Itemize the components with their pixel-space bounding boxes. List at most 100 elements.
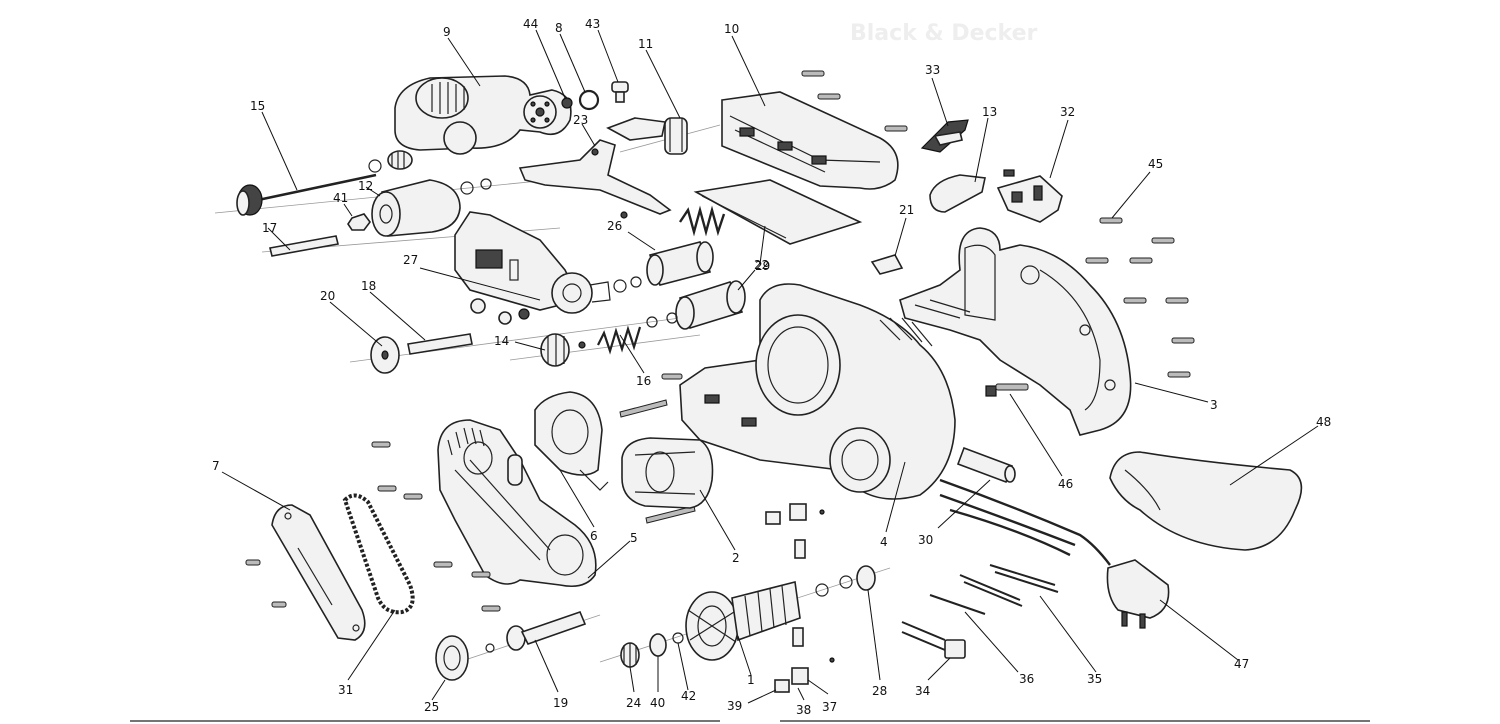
part-shaft-19	[506, 610, 587, 651]
part-front-handle	[394, 75, 572, 155]
part-knob-screw	[611, 81, 629, 103]
callout-39: 39	[727, 699, 742, 713]
part-adjustment-knob	[236, 150, 413, 216]
screws-long	[619, 399, 696, 524]
callout-40: 40	[650, 696, 665, 710]
callout-35: 35	[1087, 672, 1102, 686]
part-base-plate-housing	[721, 91, 899, 190]
callout-16: 16	[636, 374, 651, 388]
screws-right	[1085, 217, 1195, 378]
callout-46: 46	[1058, 477, 1073, 491]
callout-28: 28	[872, 684, 887, 698]
part-power-cord	[939, 478, 1111, 566]
callout-7: 7	[212, 459, 220, 473]
callout-labels: 1 2 3 4 5 6 7 8 9 10 11 12 13 14 15 16 1…	[212, 17, 1331, 717]
callout-22: 22	[754, 258, 769, 272]
part-disc-20	[370, 336, 400, 374]
callout-14: 14	[494, 334, 509, 348]
part-axle-18	[407, 298, 530, 355]
callout-32: 32	[1060, 105, 1075, 119]
callout-23: 23	[573, 113, 588, 127]
part-cylinder-12	[371, 178, 492, 237]
part-clip	[920, 119, 969, 153]
callout-38: 38	[796, 703, 811, 717]
callout-15: 15	[250, 99, 265, 113]
callout-6: 6	[590, 529, 598, 543]
callout-29: 29	[755, 259, 770, 273]
callout-37: 37	[822, 700, 837, 714]
part-platen-plate	[693, 179, 863, 245]
callout-25: 25	[424, 700, 439, 714]
callout-42: 42	[681, 689, 696, 703]
part-right-housing	[899, 227, 1132, 436]
part-dust-bag	[1109, 451, 1303, 551]
callout-41: 41	[333, 191, 348, 205]
callout-36: 36	[1019, 672, 1034, 686]
part-pin-17	[269, 235, 339, 257]
callout-1: 1	[747, 673, 755, 687]
callout-12: 12	[358, 179, 373, 193]
part-plug	[1106, 559, 1170, 629]
part-main-housing	[679, 283, 956, 500]
callout-11: 11	[638, 37, 653, 51]
part-gear-housing	[437, 419, 597, 588]
callout-18: 18	[361, 279, 376, 293]
callout-34: 34	[915, 684, 930, 698]
part-sleeve-26	[620, 211, 714, 286]
part-pulley-25	[435, 635, 495, 681]
callout-43: 43	[585, 17, 600, 31]
callout-44: 44	[523, 17, 538, 31]
part-drive-belt	[342, 493, 415, 615]
part-brush-holders	[765, 503, 835, 693]
part-o-ring	[578, 89, 600, 111]
part-screw-46	[985, 383, 1029, 397]
callout-21: 21	[899, 203, 914, 217]
header-text: Black & Decker	[850, 21, 1038, 46]
callout-26: 26	[607, 219, 622, 233]
callout-47: 47	[1234, 657, 1249, 671]
part-nut	[347, 213, 371, 231]
callout-31: 31	[338, 683, 353, 697]
callout-8: 8	[555, 21, 563, 35]
part-lever	[606, 117, 688, 155]
part-bearing-28	[856, 565, 876, 591]
callout-5: 5	[630, 531, 638, 545]
callout-27: 27	[403, 253, 418, 267]
part-small-washer	[561, 97, 573, 109]
part-switch-lever	[929, 174, 986, 213]
part-spring-16	[597, 312, 683, 380]
part-drive-knob	[540, 333, 586, 367]
callout-9: 9	[443, 25, 451, 39]
part-tension-bracket	[518, 139, 672, 215]
part-spring-upper	[679, 205, 726, 237]
part-connector	[901, 621, 966, 659]
part-fan-baffle	[534, 391, 609, 491]
callout-19: 19	[553, 696, 568, 710]
part-cable-clamps	[929, 564, 1059, 615]
leader-lines	[221, 29, 1319, 704]
callout-10: 10	[724, 22, 739, 36]
part-bearing-40	[649, 633, 667, 657]
callout-3: 3	[1210, 398, 1218, 412]
callout-24: 24	[626, 696, 641, 710]
callout-33: 33	[925, 63, 940, 77]
callout-2: 2	[732, 551, 740, 565]
screws-top-center	[801, 70, 908, 132]
callout-17: 17	[262, 221, 277, 235]
callout-13: 13	[982, 105, 997, 119]
callout-45: 45	[1148, 157, 1163, 171]
part-armature	[685, 575, 853, 661]
part-belt-cover	[271, 504, 366, 641]
part-roller	[675, 280, 746, 330]
callout-30: 30	[918, 533, 933, 547]
callout-4: 4	[880, 535, 888, 549]
callout-48: 48	[1316, 415, 1331, 429]
part-stator	[621, 437, 714, 509]
part-small-block	[870, 254, 904, 275]
part-cord-tube	[956, 446, 1016, 484]
callout-20: 20	[320, 289, 335, 303]
part-pinion-24	[620, 642, 640, 668]
screws-left	[245, 441, 501, 612]
part-switch-block	[996, 169, 1063, 223]
